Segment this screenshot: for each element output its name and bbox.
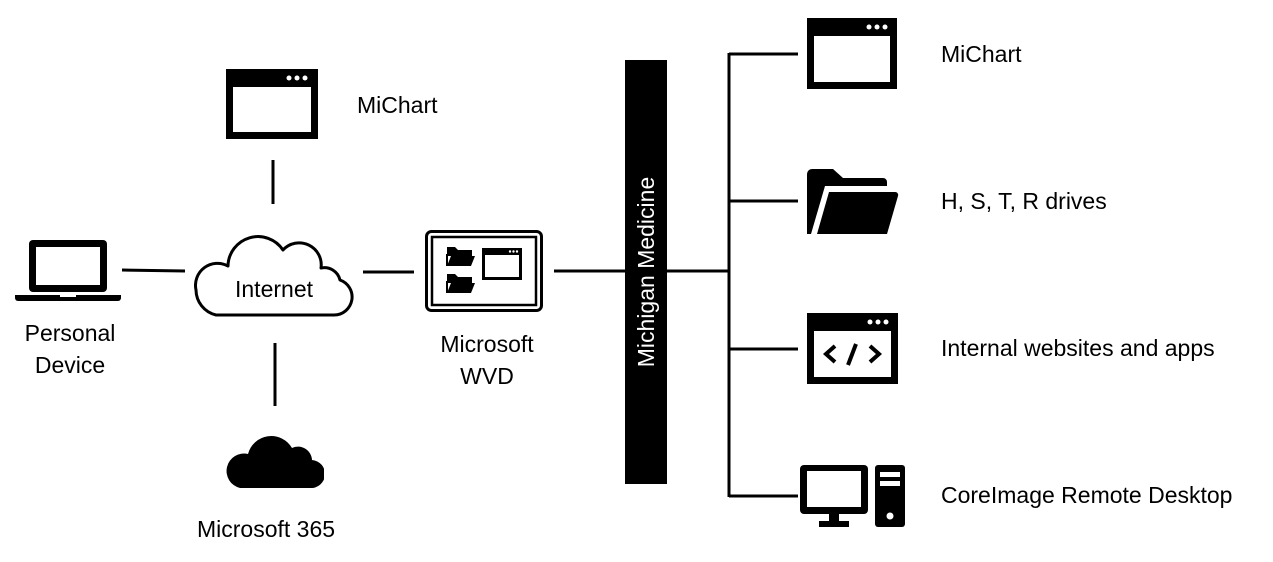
personal-device-label-line2: Device: [34, 352, 106, 378]
desktop-computer-icon: [800, 465, 905, 527]
folder-icon: [446, 247, 475, 266]
cloud-filled-icon: [226, 436, 324, 488]
window-icon: [482, 248, 522, 280]
code-window-icon: [807, 313, 898, 384]
microsoft-365-label: Microsoft 365: [197, 516, 336, 542]
resource-label: MiChart: [941, 41, 1022, 67]
browser-window-icon: [807, 18, 897, 89]
cloud-outline-icon: [194, 235, 354, 317]
internet-label: Internet: [235, 276, 313, 302]
virtual-desktop-icon: [425, 230, 543, 312]
michigan-medicine-bar: Michigan Medicine: [625, 60, 667, 484]
michart-top-label: MiChart: [357, 92, 438, 118]
connector-device-internet: [121, 268, 186, 273]
michigan-medicine-label: Michigan Medicine: [633, 176, 659, 368]
browser-window-icon: [226, 69, 318, 139]
resource-label: Internal websites and apps: [941, 335, 1215, 361]
personal-device-label-line1: Personal: [24, 320, 116, 346]
resource-label: CoreImage Remote Desktop: [941, 482, 1233, 508]
folder-icon: [446, 274, 475, 293]
wvd-label-line1: Microsoft: [440, 331, 534, 357]
wvd-label-line2: WVD: [460, 363, 514, 389]
laptop-icon: [15, 240, 121, 301]
resource-label: H, S, T, R drives: [941, 188, 1107, 214]
folder-open-icon: [807, 169, 899, 234]
